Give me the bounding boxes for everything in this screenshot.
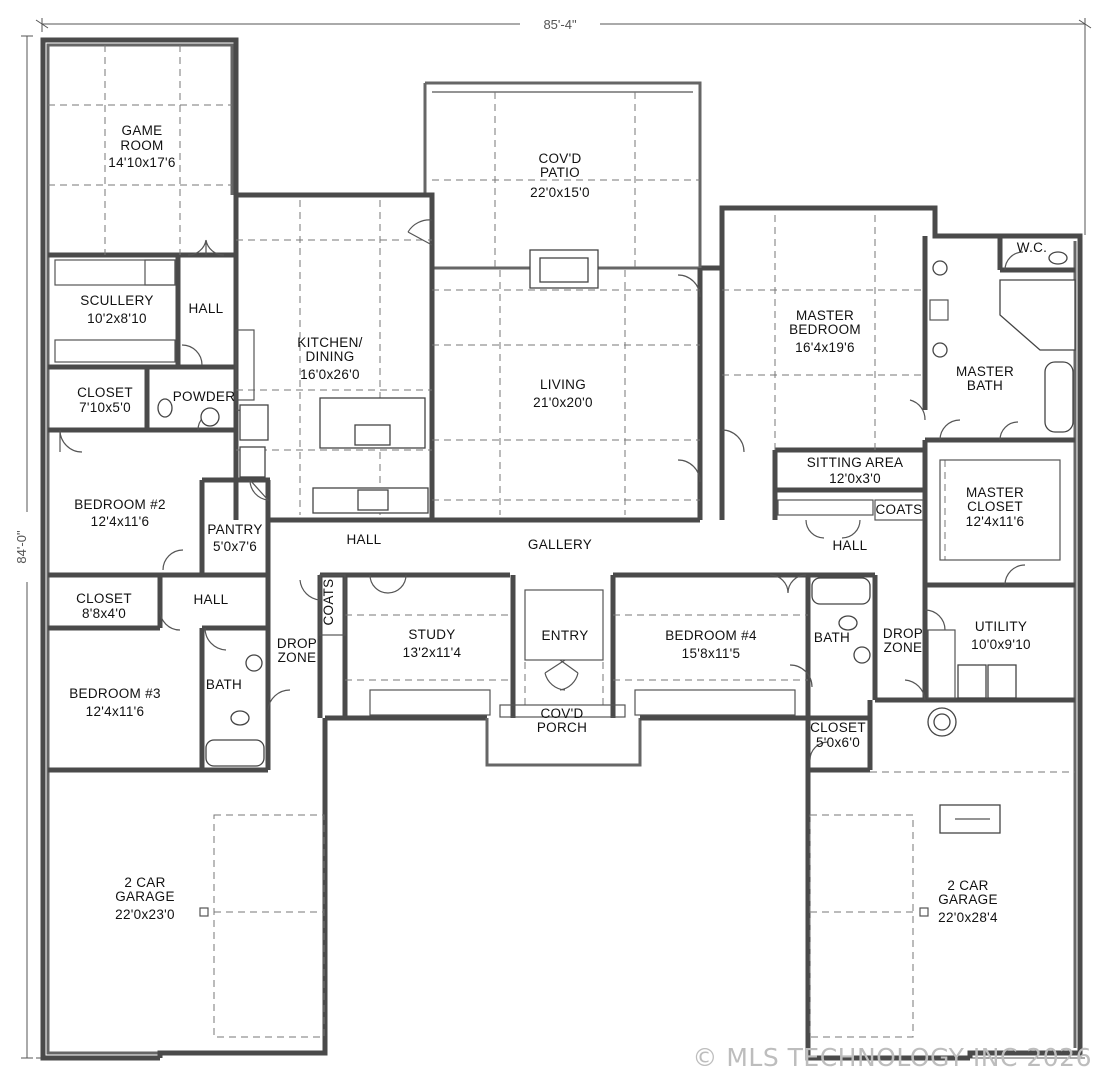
covd-porch-name-2: PORCH [537,720,587,735]
entry-label: ENTRY [541,628,588,643]
garage-left-name-1: 2 CAR [124,875,165,890]
garage-right-name-1: 2 CAR [947,878,988,893]
fixtures [54,249,1076,917]
doors [59,219,1026,761]
game-room-name-2: ROOM [120,138,163,153]
bedroom2-label: BEDROOM #2 [74,497,166,512]
game-room-name-1: GAME [122,123,163,138]
living-label: LIVING [540,377,586,392]
master-closet-name-2: CLOSET [967,499,1023,514]
master-bedroom-size: 16'4x19'6 [795,340,855,355]
hall-top-label: HALL [189,301,224,316]
master-bath-name-2: BATH [967,378,1003,393]
bedroom4-label: BEDROOM #4 [665,628,757,643]
closet2-size: 8'8x4'0 [82,606,126,621]
utility-label: UTILITY [975,619,1027,634]
kitchen-size: 16'0x26'0 [300,367,360,382]
master-closet-name-1: MASTER [966,485,1024,500]
hall-right-label: HALL [833,538,868,553]
living-size: 21'0x20'0 [533,395,593,410]
coats-right-label: COATS [875,502,922,517]
closet1-size: 7'10x5'0 [79,400,131,415]
pantry-size: 5'0x7'6 [213,539,257,554]
exterior-walls [40,37,1083,1061]
wc-label: W.C. [1017,240,1047,255]
kitchen-label: KITCHEN/DINING [297,335,362,364]
game-room-size: 14'10x17'6 [108,155,175,170]
bath-left-label: BATH [206,677,242,692]
master-bedroom-name-1: MASTER [796,308,854,323]
drop-zone-right-name-1: DROP [883,626,923,641]
kitchen-name-1: KITCHEN/ [297,335,362,350]
scullery-size: 10'2x8'10 [87,311,147,326]
ceiling-lines [48,45,1075,773]
powder-label: POWDER [173,389,236,404]
covd-patio-size: 22'0x15'0 [530,185,590,200]
covd-patio-name-2: PATIO [540,165,580,180]
drop-zone-left-name-2: ZONE [278,650,317,665]
coats-left-label: COATS [321,578,336,625]
garage-doors [213,814,914,1038]
covd-patio-name-1: COV'D [538,151,581,166]
closet1-label: CLOSET [77,385,133,400]
bedroom3-size: 12'4x11'6 [86,704,145,719]
garage-right-size: 22'0x28'4 [938,910,998,925]
closet3-size: 5'0x6'0 [816,735,860,750]
gallery-label: GALLERY [528,537,592,552]
overall-depth-dimension: 84'-0" [14,530,29,564]
garage-right-name-2: GARAGE [938,892,998,907]
kitchen-name-2: DINING [305,349,354,364]
bedroom4-size: 15'8x11'5 [682,646,741,661]
interior-walls [48,195,1075,1058]
garage-left-size: 22'0x23'0 [115,907,175,922]
covd-porch-name-1: COV'D [540,706,583,721]
garage-left-name-2: GARAGE [115,889,175,904]
overall-width-dimension: 85'-4" [543,17,577,32]
drop-zone-left-name-1: DROP [277,636,317,651]
master-closet-size: 12'4x11'6 [966,514,1025,529]
bedroom2-size: 12'4x11'6 [91,514,150,529]
drop-zone-right-name-2: ZONE [884,640,923,655]
bath-right-label: BATH [814,630,850,645]
sitting-area-size: 12'0x3'0 [829,471,881,486]
pantry-label: PANTRY [207,522,262,537]
closet2-label: CLOSET [76,591,132,606]
hall-left-label: HALL [194,592,229,607]
study-size: 13'2x11'4 [403,645,462,660]
sitting-area-label: SITTING AREA [807,455,904,470]
master-bath-name-1: MASTER [956,364,1014,379]
hall-mid-label: HALL [347,532,382,547]
copyright-watermark: © MLS TECHNOLOGY INC 2026 [692,1043,1092,1072]
closet3-label: CLOSET [810,720,866,735]
utility-size: 10'0x9'10 [971,637,1031,652]
scullery-label: SCULLERY [80,293,153,308]
bedroom3-label: BEDROOM #3 [69,686,161,701]
master-bedroom-name-2: BEDROOM [789,322,861,337]
study-label: STUDY [408,627,455,642]
